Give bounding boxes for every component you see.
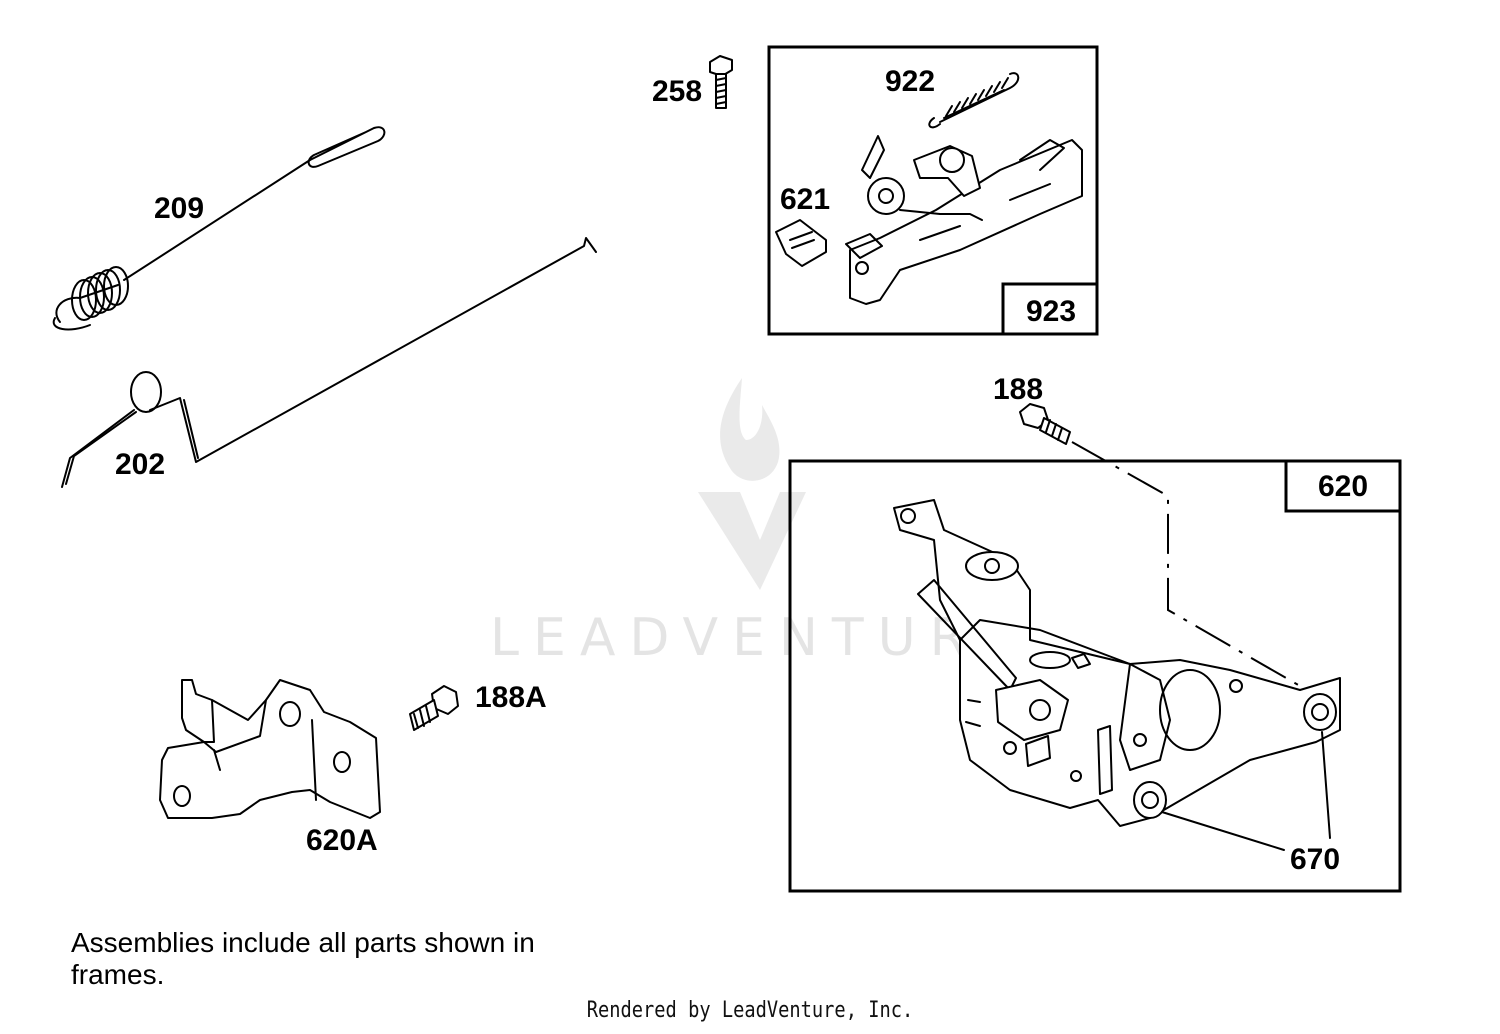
frame-620 [788,459,1402,893]
control-bracket-621 [775,135,1083,305]
screw-258 [709,55,733,109]
callout-620a: 620A [306,824,378,857]
callout-923: 923 [1026,295,1076,328]
callout-922: 922 [885,65,935,98]
callout-209: 209 [154,192,204,225]
rod-202 [61,237,597,488]
spring-rod-209 [52,126,386,331]
assemblies-note: Assemblies include all parts shown in fr… [71,927,535,990]
leader-line-670-b [1321,731,1331,839]
bracket-620a [159,679,381,819]
watermark-text: LEADVENTURE [490,608,1027,668]
render-credit: Rendered by LeadVenture, Inc. [586,998,914,1023]
callout-620: 620 [1318,470,1368,503]
label-box-923 [1001,282,1099,336]
callout-188: 188 [993,373,1043,406]
callout-621: 621 [780,183,830,216]
spring-922 [928,72,1020,129]
frame-923 [767,45,1099,336]
leader-line-188 [1071,441,1301,687]
callout-202: 202 [115,448,165,481]
leader-line-670-a [1161,811,1285,851]
callout-670: 670 [1290,843,1340,876]
watermark-logo-icon [698,378,806,590]
callout-258: 258 [652,75,702,108]
label-box-620 [1284,459,1402,513]
screw-188 [1019,403,1071,445]
control-bracket-assembly-620 [893,499,1341,827]
callout-188a: 188A [475,681,547,714]
screw-188a [409,685,459,731]
